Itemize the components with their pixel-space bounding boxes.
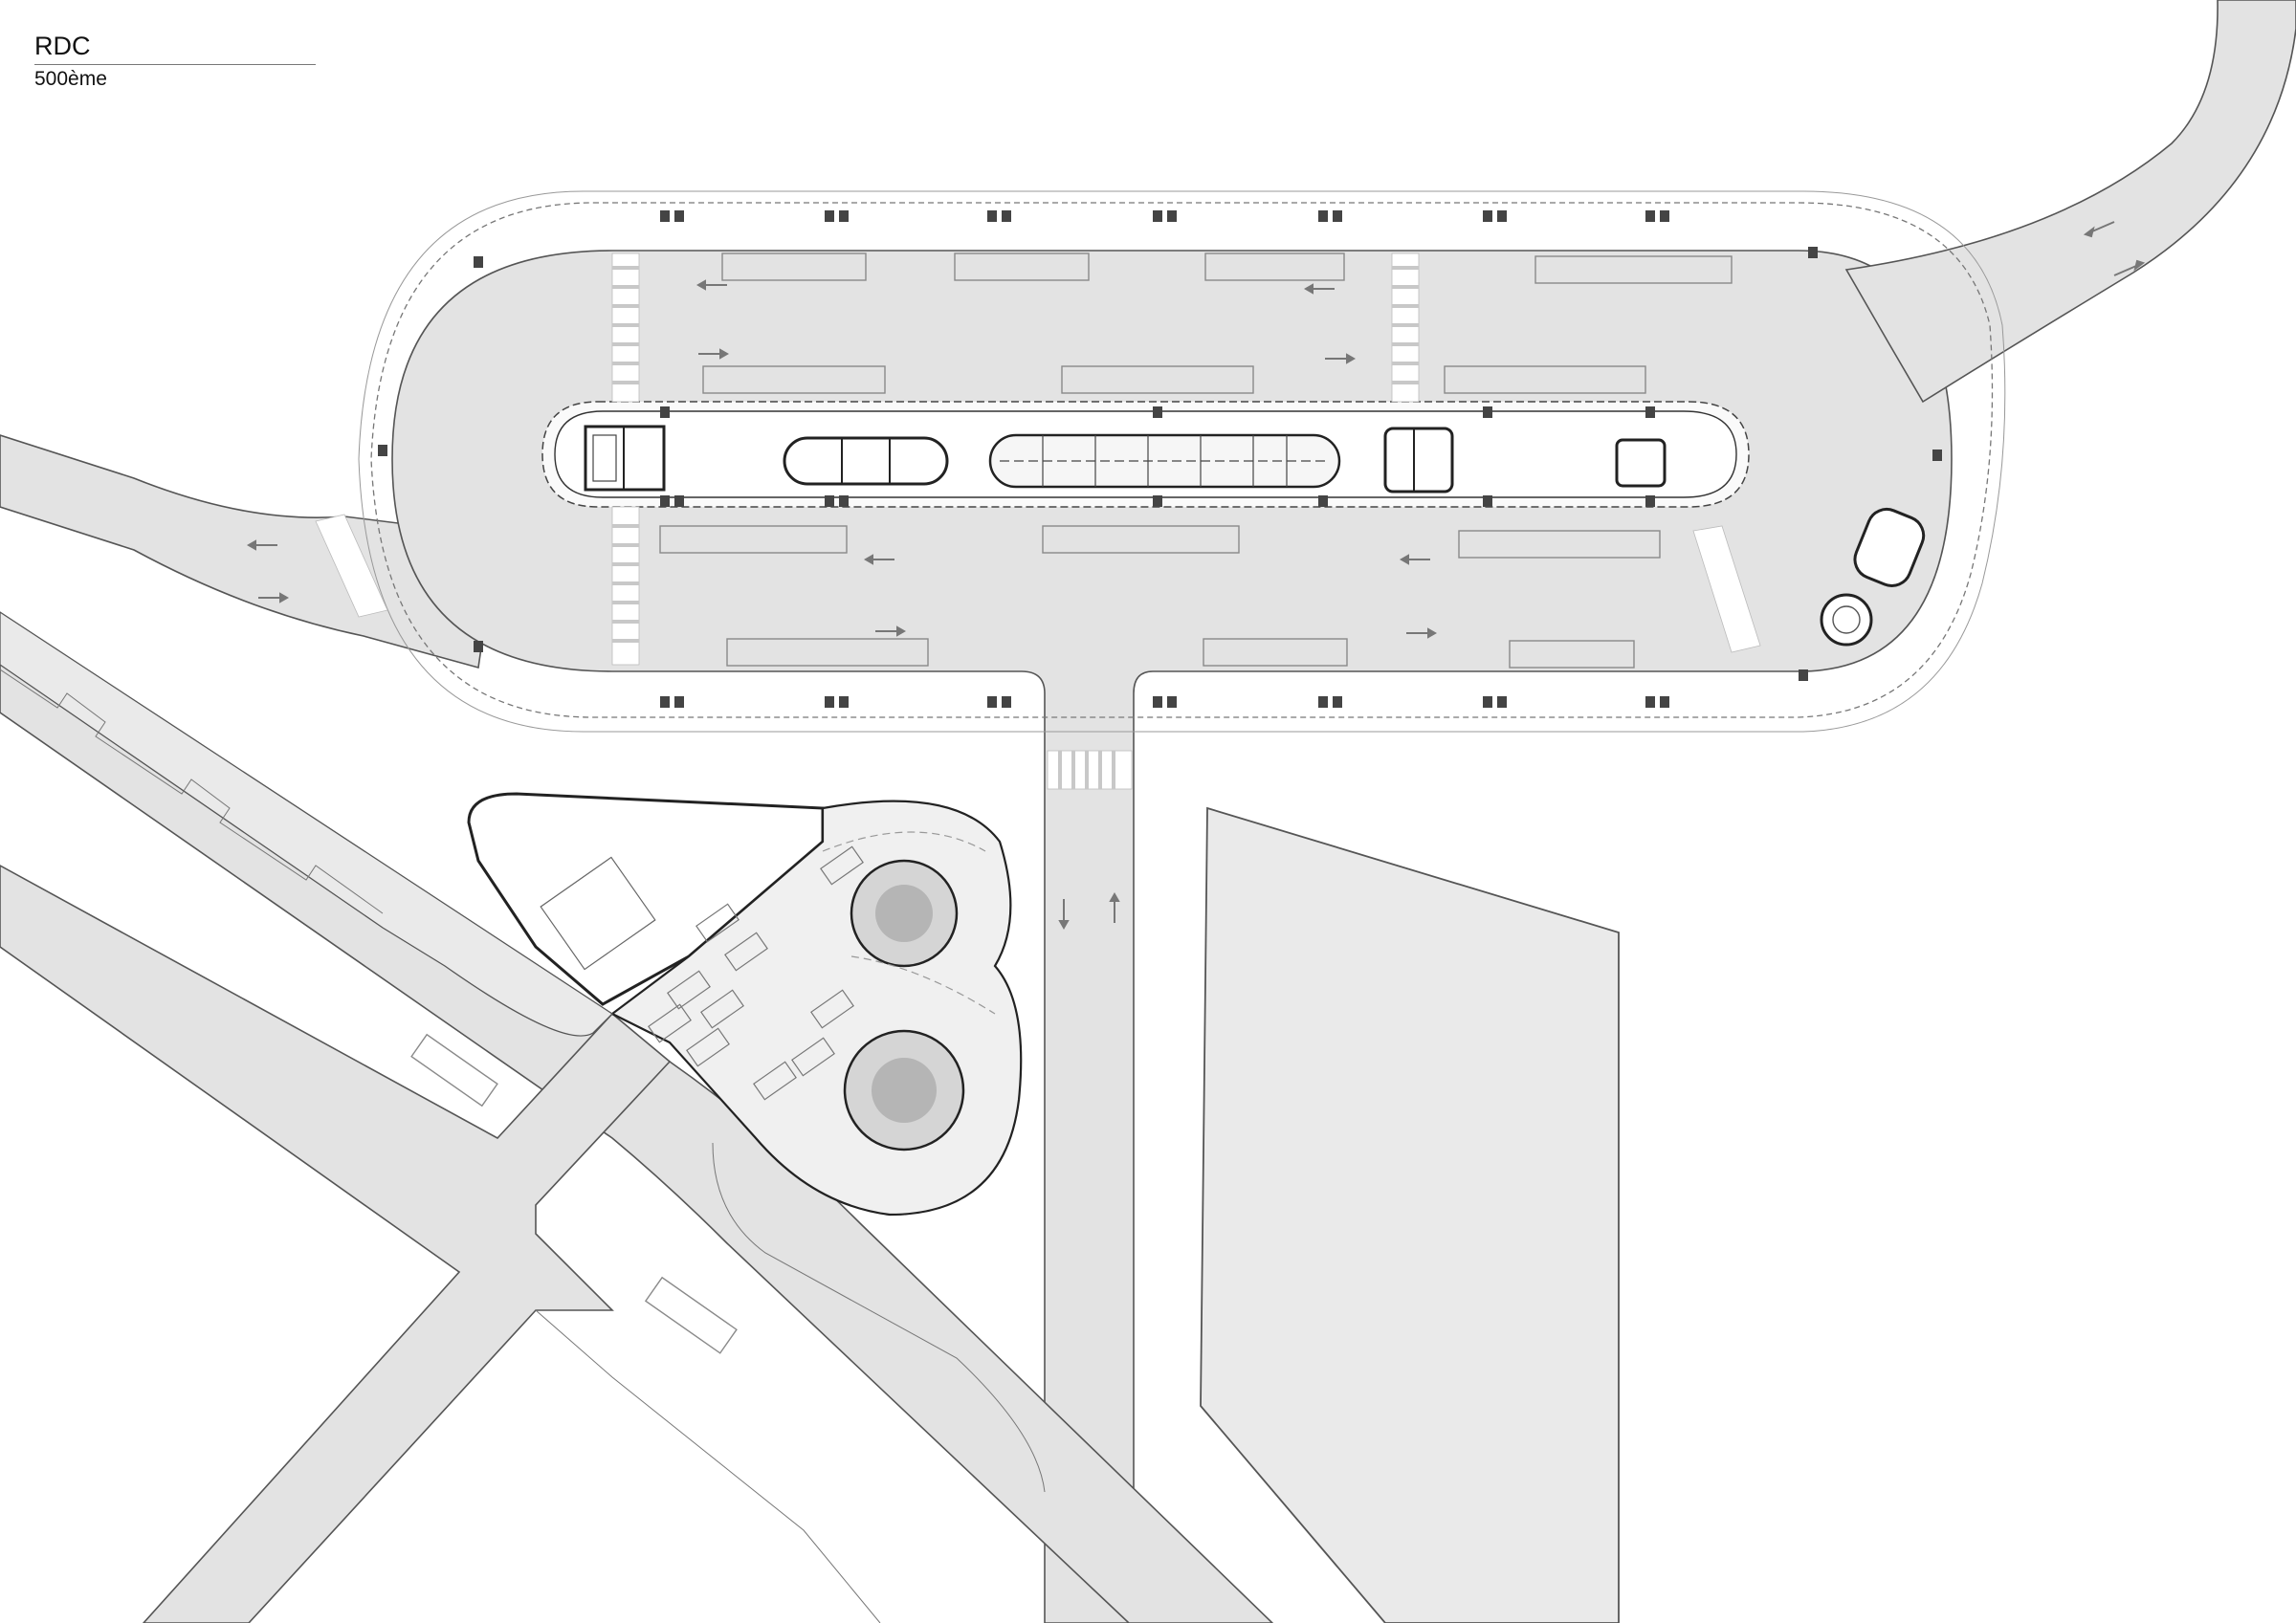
loop-footpath-outer bbox=[358, 190, 2006, 733]
shelters bbox=[378, 210, 1942, 708]
east-core bbox=[1383, 427, 1454, 493]
bus-south-3 bbox=[1509, 640, 1635, 669]
loop-footpath bbox=[370, 202, 1994, 718]
crosswalk-west bbox=[315, 514, 388, 618]
spiral-stair-icon bbox=[1820, 593, 1873, 647]
east-stair-building bbox=[1820, 507, 1926, 647]
parking bbox=[648, 845, 864, 1101]
bus-north-1 bbox=[721, 252, 867, 281]
bus-inner-s-1 bbox=[659, 525, 848, 554]
bus-avenue-2 bbox=[644, 1276, 738, 1354]
triangle-building bbox=[467, 792, 1023, 1217]
central-platform bbox=[541, 401, 1750, 508]
bus-south-1 bbox=[726, 638, 929, 667]
bus-inner-n-3 bbox=[1444, 365, 1646, 394]
west-core-stair bbox=[592, 434, 617, 482]
title-rule bbox=[34, 64, 316, 65]
plan-title: RDC bbox=[34, 32, 91, 60]
crosswalk-nw bbox=[611, 252, 640, 403]
crosswalks bbox=[315, 252, 1761, 790]
bus-south-2 bbox=[1203, 638, 1348, 667]
title-block: RDC 500ème bbox=[34, 31, 316, 92]
crosswalk-stripes bbox=[612, 266, 1419, 789]
bus-inner-n-1 bbox=[702, 365, 886, 394]
lot-lines bbox=[0, 669, 1046, 1623]
plan-scale: 500ème bbox=[34, 68, 107, 90]
buses bbox=[410, 252, 1733, 1354]
bus-avenue-1 bbox=[410, 1033, 498, 1108]
bus-north-4 bbox=[1534, 255, 1733, 284]
crosswalk-ne bbox=[1391, 252, 1420, 403]
bus-north-2 bbox=[954, 252, 1090, 281]
plot-southeast bbox=[1200, 806, 1620, 1623]
bus-north-3 bbox=[1204, 252, 1345, 281]
kiosk bbox=[1615, 438, 1667, 488]
bus-inner-n-2 bbox=[1061, 365, 1254, 394]
pavilion-1 bbox=[783, 436, 949, 486]
plot-west bbox=[0, 611, 614, 1037]
cross-street bbox=[0, 865, 672, 1623]
crosswalk-se bbox=[1692, 525, 1761, 653]
northeast-road bbox=[1844, 0, 2296, 404]
building-footprint bbox=[467, 792, 825, 1006]
crosswalk-sw bbox=[611, 506, 640, 666]
bus-loop bbox=[391, 250, 1953, 1623]
direction-arrow-icons bbox=[246, 221, 2146, 931]
bus-inner-s-2 bbox=[1042, 525, 1240, 554]
building-stair bbox=[540, 856, 656, 971]
bus-inner-s-3 bbox=[1458, 530, 1661, 559]
